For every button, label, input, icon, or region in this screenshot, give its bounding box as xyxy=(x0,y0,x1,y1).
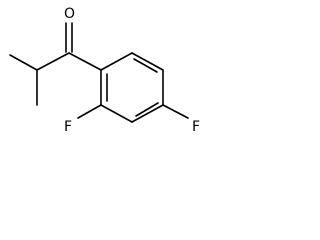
atom-label-oxygen: O xyxy=(64,6,75,22)
ring-inner-bond-bottom xyxy=(135,102,159,117)
atom-label-fluorine-para: F xyxy=(192,119,200,135)
bond-carbonyl-ring xyxy=(68,52,102,71)
ring-bond-c2-c3 xyxy=(100,104,133,123)
bond-fluorine-para xyxy=(162,104,189,119)
molecule-structure: O F F xyxy=(9,6,200,135)
bond-methyl-upper xyxy=(9,54,38,71)
bond-isopropyl-carbonyl xyxy=(36,52,70,71)
bond-fluorine-ortho xyxy=(77,104,102,119)
ring-bond-c3-c4 xyxy=(131,104,164,123)
bond-group xyxy=(9,22,189,123)
ring-bond-c5-c6 xyxy=(131,52,164,71)
atom-label-fluorine-ortho: F xyxy=(64,119,72,135)
atom-label-group: O F F xyxy=(64,6,200,135)
ring-bond-c6-c1 xyxy=(100,52,133,71)
ring-inner-bond-top xyxy=(133,58,158,73)
